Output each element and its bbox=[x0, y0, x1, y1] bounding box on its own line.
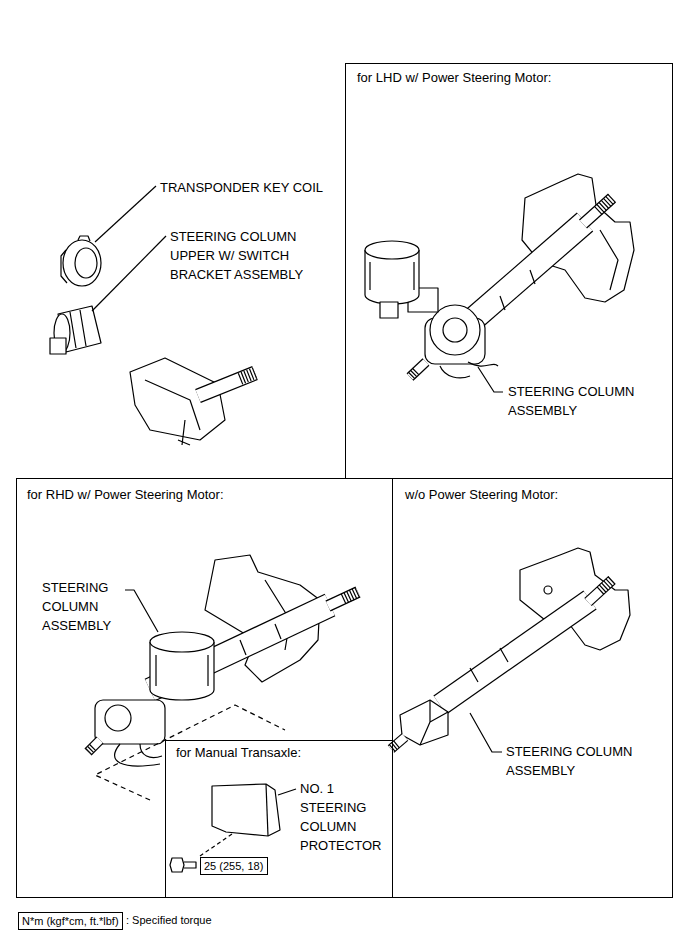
lhd-steering-column bbox=[380, 302, 398, 318]
leader-line bbox=[278, 789, 296, 795]
rhd-steering-column bbox=[115, 744, 160, 766]
rhd-steering-column bbox=[95, 700, 165, 744]
lhd-steering-column bbox=[583, 198, 612, 224]
column-upper-part bbox=[178, 420, 190, 445]
rhd-steering-column bbox=[105, 705, 131, 731]
switch-bracket bbox=[50, 338, 66, 354]
column-protector bbox=[200, 834, 232, 856]
manual-steering-column bbox=[391, 548, 630, 749]
leader-line bbox=[92, 236, 166, 311]
manual-steering-column bbox=[600, 580, 612, 591]
rhd-steering-column bbox=[343, 592, 358, 599]
lhd-steering-column bbox=[410, 362, 426, 377]
panel-heading: for LHD w/ Power Steering Motor: bbox=[357, 70, 661, 86]
label-slot: STEERING COLUMN ASSEMBLY bbox=[42, 578, 124, 635]
rhd-steering-column bbox=[150, 632, 214, 652]
column-protector bbox=[212, 784, 280, 836]
lhd-steering-column bbox=[500, 270, 535, 310]
box-text: N*m (kgf*cm, ft.*lbf) bbox=[22, 914, 119, 928]
lhd-steering-column bbox=[365, 174, 634, 378]
transponder-coil bbox=[61, 250, 67, 283]
column-upper-part bbox=[198, 373, 255, 396]
column-upper-part bbox=[145, 380, 200, 430]
label-slot: STEERING COLUMN ASSEMBLY bbox=[506, 742, 646, 780]
manual-steering-column bbox=[391, 737, 405, 749]
rhd-steering-column bbox=[156, 655, 208, 686]
rhd-steering-column bbox=[240, 624, 281, 655]
rhd-steering-column bbox=[140, 744, 162, 758]
switch-bracket bbox=[70, 310, 86, 348]
manual-steering-column bbox=[440, 600, 590, 705]
label-slot: STEERING COLUMN UPPER W/ SWITCH BRACKET … bbox=[170, 227, 310, 284]
rhd-steering-column bbox=[328, 592, 358, 606]
lhd-steering-column bbox=[600, 230, 618, 290]
leader-line bbox=[470, 713, 502, 752]
column-upper-part bbox=[240, 373, 255, 379]
rhd-steering-column bbox=[328, 592, 358, 606]
manual-steering-column bbox=[400, 700, 448, 745]
lhd-steering-column bbox=[370, 262, 414, 290]
panel-heading: w/o Power Steering Motor: bbox=[405, 487, 660, 503]
sub-panel: for Manual Transaxle: 25 (255, 18) bbox=[165, 740, 393, 898]
variant-panel: for RHD w/ Power Steering Motor: for Manu… bbox=[16, 478, 393, 898]
label-slot: STEERING COLUMN ASSEMBLY bbox=[508, 382, 648, 420]
leader-line bbox=[478, 367, 503, 392]
label-slot: NO. 1 STEERING COLUMN PROTECTOR bbox=[300, 779, 391, 855]
switch-bracket bbox=[50, 306, 101, 354]
label-slot: TRANSPONDER KEY COIL bbox=[160, 178, 350, 197]
legend-box: N*m (kgf*cm, ft.*lbf) bbox=[18, 912, 123, 930]
lhd-steering-column bbox=[468, 362, 498, 366]
part-name: NO. 1 STEERING COLUMN PROTECTOR bbox=[300, 779, 391, 855]
transponder-coil bbox=[61, 236, 101, 286]
column-protector bbox=[170, 858, 184, 872]
lhd-steering-column bbox=[598, 198, 612, 211]
lhd-steering-column bbox=[443, 318, 467, 342]
manual-steering-column bbox=[440, 600, 590, 705]
torque-box: 25 (255, 18) bbox=[200, 857, 268, 875]
manual-steering-column bbox=[420, 700, 448, 745]
rhd-steering-column bbox=[88, 740, 100, 752]
part-name: TRANSPONDER KEY COIL bbox=[160, 178, 350, 197]
column-protector bbox=[266, 784, 268, 836]
part-name: STEERING COLUMN ASSEMBLY bbox=[42, 578, 124, 635]
box-text: 25 (255, 18) bbox=[204, 859, 264, 873]
transponder-coil bbox=[63, 240, 101, 286]
lhd-steering-column bbox=[470, 222, 585, 322]
rhd-steering-column bbox=[88, 555, 358, 800]
lhd-steering-column bbox=[365, 241, 419, 259]
lhd-steering-column bbox=[470, 222, 585, 322]
transponder-coil bbox=[78, 236, 90, 241]
leader-line bbox=[95, 186, 156, 242]
lhd-steering-column bbox=[440, 366, 470, 378]
leader-line bbox=[125, 590, 158, 632]
legend-text: : Specified torque bbox=[126, 912, 212, 928]
column-protector bbox=[184, 862, 196, 868]
transponder-coil bbox=[75, 248, 97, 278]
part-name: STEERING COLUMN ASSEMBLY bbox=[506, 742, 646, 780]
panel-heading: for Manual Transaxle: bbox=[176, 745, 382, 761]
manual-steering-column bbox=[544, 586, 552, 594]
lhd-steering-column bbox=[410, 362, 426, 377]
column-upper-part bbox=[130, 358, 225, 440]
column-upper-part bbox=[130, 358, 255, 445]
manual-steering-column bbox=[470, 648, 508, 682]
label-slot: : Specified torque bbox=[126, 912, 212, 928]
variant-panel: w/o Power Steering Motor: bbox=[392, 478, 673, 898]
part-name: STEERING COLUMN UPPER W/ SWITCH BRACKET … bbox=[170, 227, 310, 284]
part-name: STEERING COLUMN ASSEMBLY bbox=[508, 382, 648, 420]
rhd-steering-column bbox=[88, 740, 100, 752]
panel-heading: for RHD w/ Power Steering Motor: bbox=[27, 487, 382, 503]
manual-steering-column bbox=[588, 580, 612, 602]
column-upper-part bbox=[198, 373, 255, 396]
manual-steering-column bbox=[588, 580, 612, 602]
lhd-steering-column bbox=[583, 198, 612, 224]
manual-steering-column bbox=[391, 737, 405, 749]
rhd-steering-column bbox=[88, 747, 93, 752]
lhd-steering-column bbox=[410, 371, 416, 377]
